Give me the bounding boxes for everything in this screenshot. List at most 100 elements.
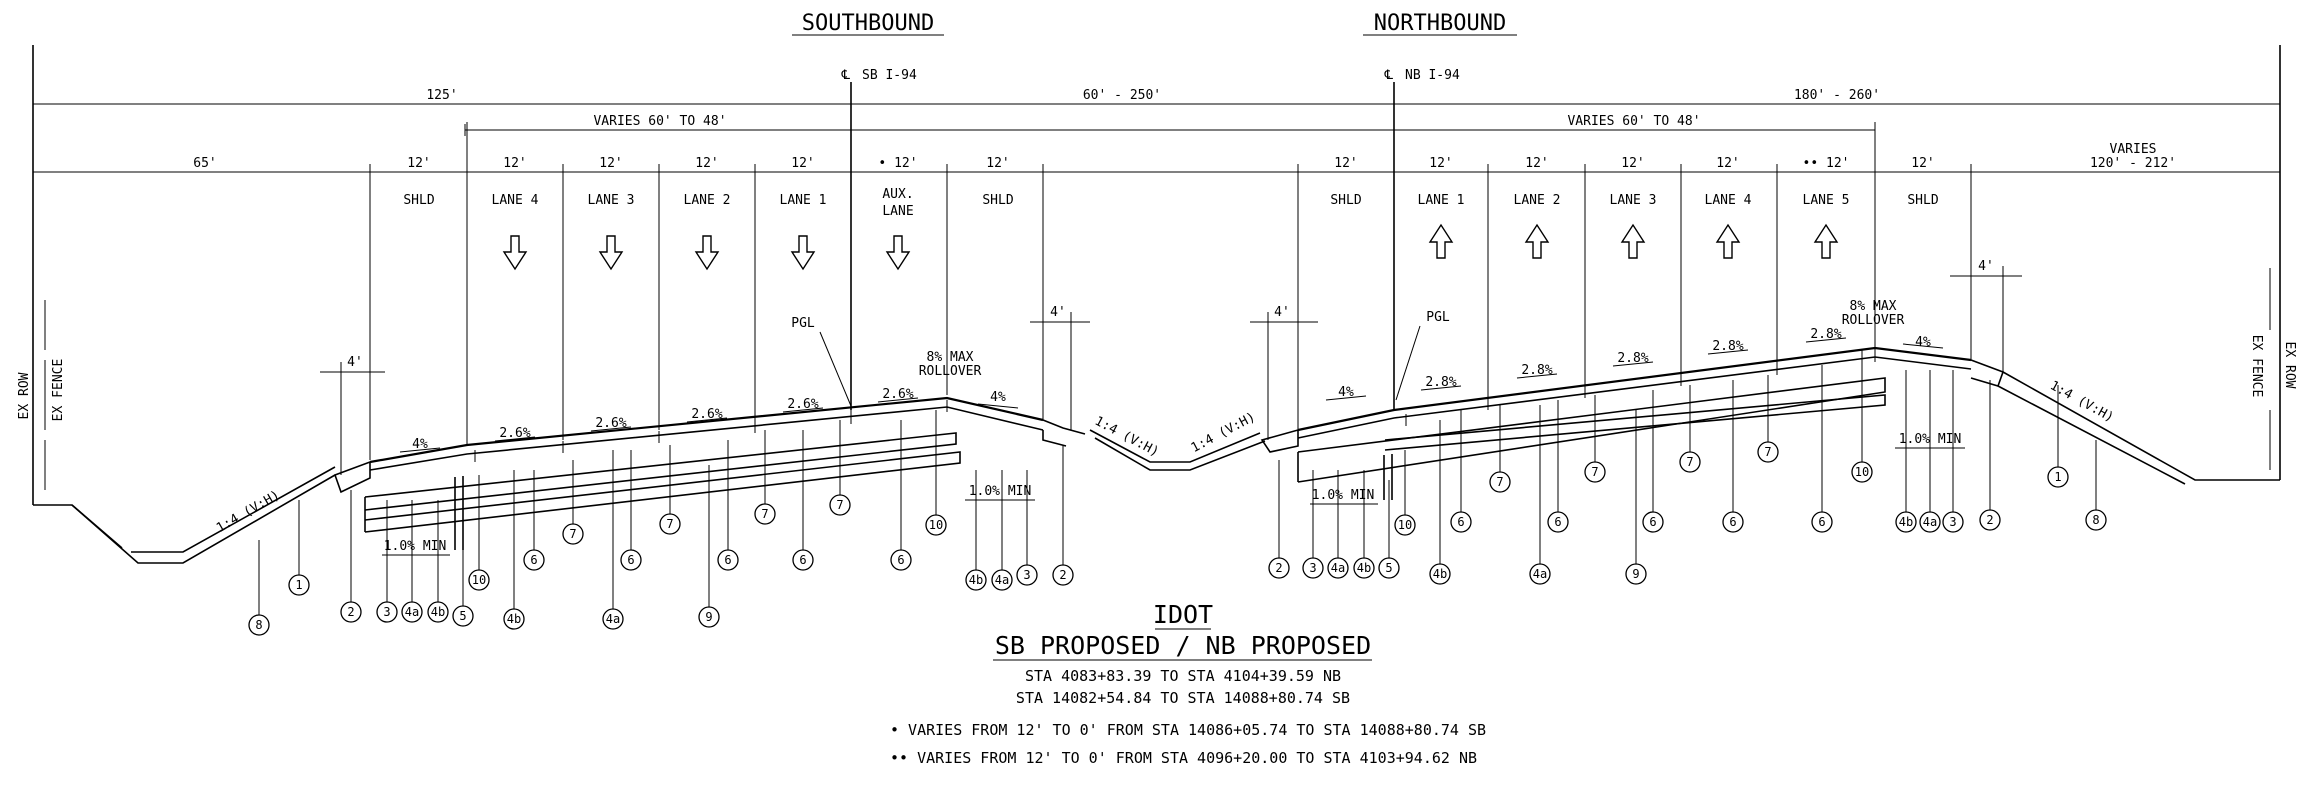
arrow-up-icon xyxy=(1813,223,1839,259)
callout-number: 10 xyxy=(472,573,486,587)
callout-number: 6 xyxy=(1729,515,1736,529)
callout-bubble xyxy=(991,569,1013,591)
callout-bubble xyxy=(1327,557,1349,579)
callout-bubble xyxy=(452,605,474,627)
callout-number: 4b xyxy=(1433,567,1447,581)
nb-dim-lane2: 12' xyxy=(1525,156,1548,171)
sb-dim-lane1: 12' xyxy=(791,156,814,171)
callout-number: 2 xyxy=(1986,513,1993,527)
nb-lane-labels: SHLD LANE 1 LANE 2 LANE 3 LANE 4 LANE 5 … xyxy=(1330,193,1938,208)
sb-shld-left-label: SHLD xyxy=(403,193,434,208)
sb-roadway-section xyxy=(33,396,1266,564)
callout-bubble xyxy=(2047,466,2069,488)
arrow-down-icon xyxy=(790,235,816,271)
callout-number: 4b xyxy=(969,573,983,587)
callout-number: 7 xyxy=(1496,475,1503,489)
callout-bubble xyxy=(1757,441,1779,463)
nb-lane5-label: LANE 5 xyxy=(1803,193,1850,208)
callout-number: 6 xyxy=(1554,515,1561,529)
nb-lane1-slope: 2.8% xyxy=(1425,375,1456,390)
callout-number: 5 xyxy=(459,609,466,623)
callout-bubble xyxy=(1811,511,1833,533)
sb-dim-shld: 12' xyxy=(407,156,430,171)
northbound-heading: NORTHBOUND xyxy=(1374,11,1506,36)
ex-row-right: EX ROW xyxy=(2282,342,2297,389)
right-edge-labels: EX ROW EX FENCE xyxy=(2249,268,2297,470)
sb-dim-lane3: 12' xyxy=(599,156,622,171)
callout-bubble xyxy=(890,549,912,571)
dim-60-250: 60' - 250' xyxy=(1083,88,1161,103)
nb-lane4-label: LANE 4 xyxy=(1705,193,1752,208)
callout-bubble xyxy=(1895,511,1917,533)
callout-number: 6 xyxy=(530,553,537,567)
callout-number: 10 xyxy=(1855,465,1869,479)
nb-dim-lane4: 12' xyxy=(1716,156,1739,171)
callout-number: 5 xyxy=(1385,561,1392,575)
callout-bubble xyxy=(1584,461,1606,483)
callout-number: 6 xyxy=(1649,515,1656,529)
callout-number: 1 xyxy=(2054,470,2061,484)
callout-bubble xyxy=(1722,511,1744,533)
sb-4ft-right: 4' xyxy=(1050,305,1066,320)
callout-bubble xyxy=(1353,557,1375,579)
callout-number: 4a xyxy=(606,612,620,626)
callout-bubble xyxy=(1268,557,1290,579)
callout-number: 8 xyxy=(2092,513,2099,527)
callout-bubble xyxy=(1851,461,1873,483)
nb-right-varies: VARIES xyxy=(2110,142,2157,157)
nb-4ft-right: 4' xyxy=(1978,259,1994,274)
sb-lane1-slope: 2.6% xyxy=(787,397,818,412)
callout-number: 2 xyxy=(1275,561,1282,575)
nb-lane2-label: LANE 2 xyxy=(1514,193,1561,208)
nb-lane1-label: LANE 1 xyxy=(1418,193,1465,208)
ex-fence-right: EX FENCE xyxy=(2249,335,2264,398)
callout-number: 6 xyxy=(724,553,731,567)
sb-rollover-1: 8% MAX xyxy=(927,350,974,365)
nb-dim-shld-right: 12' xyxy=(1911,156,1934,171)
callout-number: 4b xyxy=(1899,515,1913,529)
note-2: •• VARIES FROM 12' TO 0' FROM STA 4096+2… xyxy=(890,749,1477,767)
nb-dim-shld: 12' xyxy=(1334,156,1357,171)
nb-dim-lane1: 12' xyxy=(1429,156,1452,171)
callout-number: 4a xyxy=(1923,515,1937,529)
slope-labels: 4% 2.6% 2.6% 2.6% 2.6% 2.6% 4% 8% MAX RO… xyxy=(214,259,2116,556)
sb-lane-labels: SHLD LANE 4 LANE 3 LANE 2 LANE 1 AUX. LA… xyxy=(403,187,1013,219)
callout-bubble xyxy=(562,523,584,545)
arrow-down-icon xyxy=(885,235,911,271)
callout-number: 9 xyxy=(705,610,712,624)
sb-right-shoulder-slope: 4% xyxy=(990,390,1006,405)
callout-number: 7 xyxy=(666,517,673,531)
callout-bubble xyxy=(288,574,310,596)
nb-lane3-label: LANE 3 xyxy=(1610,193,1657,208)
sb-aux-slope: 2.6% xyxy=(882,387,913,402)
nb-centerline-symbol: ℄ xyxy=(1384,68,1394,83)
callout-number: 6 xyxy=(799,553,806,567)
nb-rollover-2: ROLLOVER xyxy=(1842,313,1905,328)
sb-aux-label-1: AUX. xyxy=(882,187,913,202)
sta-line-1: STA 4083+83.39 TO STA 4104+39.59 NB xyxy=(1025,667,1341,685)
callout-bubble xyxy=(523,549,545,571)
sb-rollover-2: ROLLOVER xyxy=(919,364,982,379)
callout-bubble xyxy=(829,494,851,516)
callout-number: 7 xyxy=(569,527,576,541)
sta-line-2: STA 14082+54.84 TO STA 14088+80.74 SB xyxy=(1016,689,1350,707)
callout-bubble xyxy=(659,513,681,535)
callout-number: 3 xyxy=(383,605,390,619)
callout-number: 2 xyxy=(1059,568,1066,582)
callout-bubble xyxy=(792,549,814,571)
callout-bubble xyxy=(620,549,642,571)
callout-bubble xyxy=(340,601,362,623)
callout-bubble xyxy=(754,503,776,525)
nb-lane-dimensions: 12' 12' 12' 12' 12' •• 12' 12' xyxy=(1334,156,1934,171)
callout-number: 8 xyxy=(255,618,262,632)
nb-lane4-slope: 2.8% xyxy=(1712,339,1743,354)
left-edge-labels: EX ROW EX FENCE xyxy=(17,300,66,490)
sb-dim-lane4: 12' xyxy=(503,156,526,171)
callout-number: 2 xyxy=(347,605,354,619)
callout-bubble xyxy=(2085,509,2107,531)
footer: IDOT SB PROPOSED / NB PROPOSED STA 4083+… xyxy=(890,600,1486,767)
callout-number: 3 xyxy=(1949,515,1956,529)
callout-number: 6 xyxy=(1457,515,1464,529)
sb-centerline-label: SB I-94 xyxy=(862,68,917,83)
callout-bubble xyxy=(1016,564,1038,586)
